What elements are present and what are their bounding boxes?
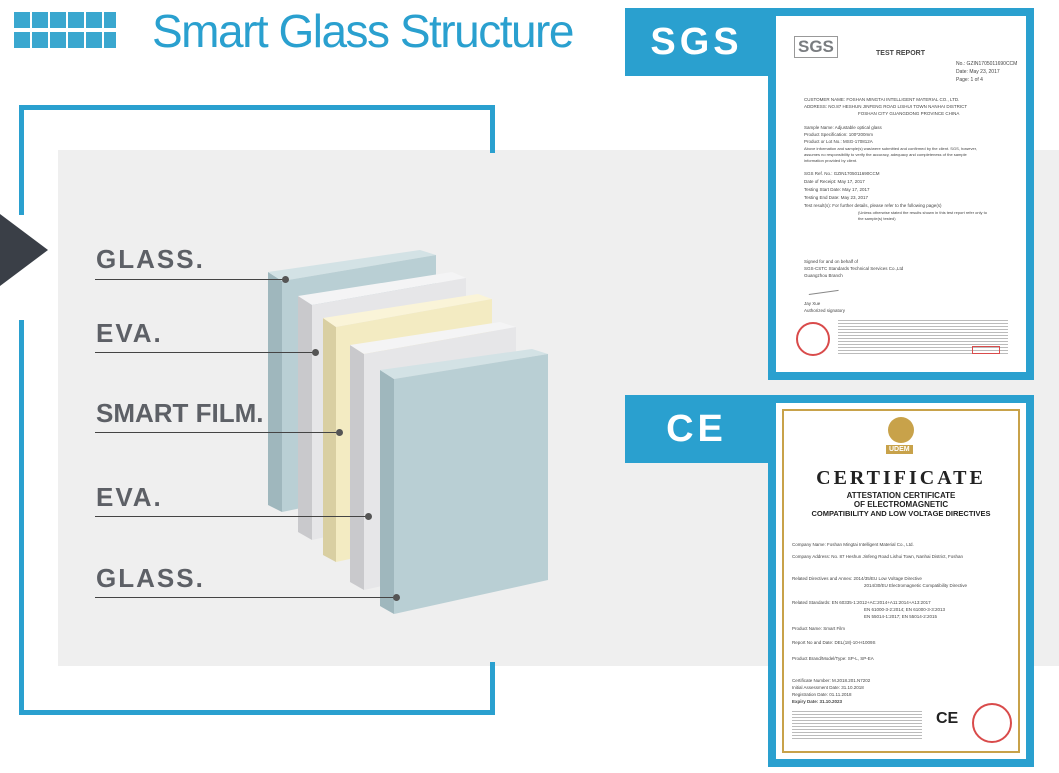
sgs-text-line: Sample Name: Adjustable optical glass — [804, 125, 882, 130]
sgs-text-line: Product Specification: 100*200mm — [804, 132, 874, 137]
leader-line — [95, 352, 315, 353]
ce-text-line: EN 61000-3-2:2014; EN 61000-3-3:2013 — [864, 607, 946, 612]
leader-line — [95, 279, 285, 280]
udem-logo: UDEM — [886, 445, 913, 454]
ce-gold-border — [782, 409, 1020, 753]
ce-text-line: Company Name: Foshan Mingtai Intelligent… — [792, 542, 914, 547]
sgs-text-line: Guangzhou Branch — [804, 273, 843, 278]
ce-text-line: Registration Date: 01.11.2018 — [792, 692, 852, 697]
page-title: Smart Glass Structure — [152, 5, 574, 57]
ce-text-line: Expiry Date: 31.10.2023 — [792, 699, 843, 704]
arrow-right-icon — [0, 214, 48, 286]
sgs-text-line: Jay Xue — [804, 301, 821, 306]
sgs-certificate: SGS TEST REPORT No.: GZIN1705011690CCM D… — [776, 16, 1026, 372]
sgs-text-line: Testing Start Date: May 17, 2017 — [804, 187, 870, 192]
sgs-text-line: Product or Lot No.: MSG-170812A — [804, 139, 873, 144]
sgs-text-line: ADDRESS: NO.87 HESHUN JINFENG ROAD LISHU… — [804, 104, 968, 109]
leader-line — [95, 432, 339, 433]
layer-label-smart-film: SMART FILM. — [96, 398, 264, 428]
ce-badge: CE — [625, 395, 768, 463]
signature-mark — [807, 279, 839, 296]
layer-label-glass-bottom: GLASS. — [96, 563, 205, 593]
ce-mark: CE — [936, 710, 959, 727]
sgs-text-line: information provided by client. — [804, 158, 858, 163]
sgs-text-line: assumes no responsibility to verify the … — [804, 152, 967, 157]
ce-text-line: Certificate Number: M.2018.201.N7202 — [792, 678, 871, 683]
sgs-text-line: SGS Ref. No.: GZIN1705011690CCM — [804, 171, 880, 176]
sgs-text-line: Testing End Date: May 23, 2017 — [804, 195, 869, 200]
sgs-text-line: Authorized signatory — [804, 308, 846, 313]
ce-text-line: 2014/30/EU Electromagnetic Compatibility… — [864, 583, 968, 588]
ce-text-line: Product Brand/Model/Type: SP-L, SP-EA — [792, 656, 874, 661]
leader-dot — [336, 429, 343, 436]
udem-lion-logo-icon — [888, 417, 914, 443]
layer-label-eva-bottom: EVA. — [96, 482, 163, 512]
sgs-meta-line: Date: May 23, 2017 — [956, 69, 1000, 75]
ce-text-line: Product Name: Smart Film — [792, 626, 846, 631]
ce-subtitle: OF ELECTROMAGNETIC — [853, 500, 949, 509]
sgs-text-line: SGS-CSTC Standards Technical Services Co… — [804, 266, 904, 271]
ce-text-line: Initial Assessment Date: 31.10.2018 — [792, 685, 864, 690]
fine-print-block — [838, 318, 1008, 356]
frame-border — [19, 710, 495, 715]
sgs-text-line: Test result(s): For further details, ple… — [804, 203, 942, 208]
sgs-badge: SGS — [625, 8, 768, 76]
frame-border — [19, 105, 495, 110]
ce-text-line: Report No and Date: DEL(18)-10-H1009S — [792, 640, 876, 645]
fine-print-block — [792, 709, 922, 739]
sgs-text-line: CUSTOMER NAME: FOSHAN MINGTAI INTELLIGEN… — [804, 97, 960, 102]
ce-text-line: Company Address: No. 87 Heshun Jinfeng R… — [792, 554, 964, 559]
sgs-text-line: FOSHAN CITY GUANGDONG PROVINCE CHINA — [858, 111, 960, 116]
layer-glass-bottom — [380, 349, 548, 614]
ce-certificate: UDEM CERTIFICATE ATTESTATION CERTIFICATE… — [776, 403, 1026, 759]
ce-text-line: Related Standards: EN 60335-1:2012+AC:20… — [792, 600, 931, 605]
stamp-number — [972, 346, 1000, 354]
frame-border — [19, 105, 24, 215]
ce-text-line: Related Directives and Annex: 2014/35/EU… — [792, 576, 922, 581]
leader-dot — [312, 349, 319, 356]
sgs-text-line: (Unless otherwise stated the results sho… — [858, 210, 987, 215]
ce-subtitle: ATTESTATION CERTIFICATE — [846, 491, 956, 500]
sgs-text-line: Signed for and on behalf of — [804, 259, 859, 264]
leader-line — [95, 516, 367, 517]
leader-dot — [393, 594, 400, 601]
frame-border — [490, 105, 495, 153]
leader-dot — [282, 276, 289, 283]
frame-border — [19, 320, 24, 715]
sgs-text-line: Above information and sample(s) was/were… — [804, 146, 977, 151]
sgs-meta-line: No.: GZIN1705011690CCM — [956, 61, 1018, 67]
ce-subtitle: COMPATIBILITY AND LOW VOLTAGE DIRECTIVES — [811, 509, 991, 518]
sgs-text-line: Date of Receipt: May 17, 2017 — [804, 179, 865, 184]
udem-stamp-icon — [972, 703, 1012, 743]
sgs-text-line: the sample(s) tested) — [858, 216, 896, 221]
layer-stack-diagram — [268, 250, 548, 614]
frame-border — [490, 662, 495, 715]
leader-dot — [365, 513, 372, 520]
sgs-logo: SGS — [794, 36, 838, 58]
sgs-meta-line: Page: 1 of 4 — [956, 77, 983, 83]
layer-label-glass-top: GLASS. — [96, 244, 205, 274]
leader-line — [95, 597, 395, 598]
layer-label-eva-top: EVA. — [96, 318, 163, 348]
sgs-heading: TEST REPORT — [876, 50, 926, 57]
grid-logo-icon — [14, 12, 116, 50]
ce-text-line: EN 55014-1:2017; EN 55014-2:2015 — [864, 614, 938, 619]
ce-certificate-title: CERTIFICATE — [816, 467, 986, 489]
red-stamp-icon — [796, 322, 830, 356]
